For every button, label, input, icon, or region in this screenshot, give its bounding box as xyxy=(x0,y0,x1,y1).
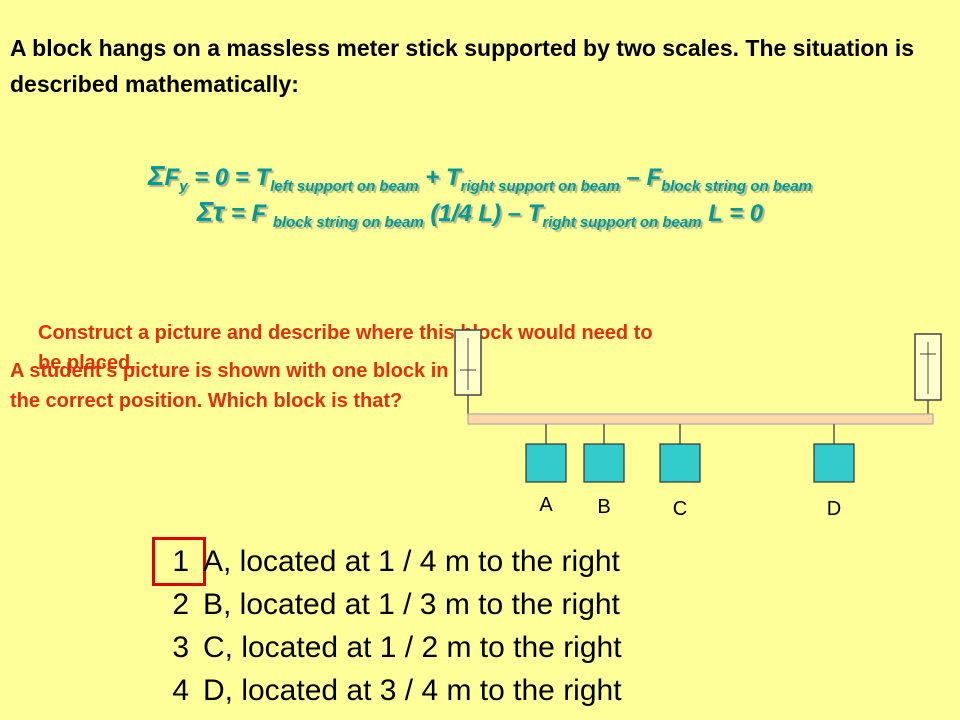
block-c[interactable] xyxy=(659,443,701,483)
block-label-c: C xyxy=(673,498,687,520)
right-scale xyxy=(914,333,942,414)
choice-text: D, located at 3 / 4 m to the right xyxy=(203,674,622,707)
choice-number: 1 xyxy=(152,537,206,586)
eq2-part2: (1/4 L) – T xyxy=(423,200,543,227)
torque-equation: Στ = F block string on beam (1/4 L) – Tr… xyxy=(0,196,960,231)
eq1-sub3: block string on beam xyxy=(661,177,812,195)
student-prompt: A student's picture is shown with one bl… xyxy=(10,360,449,412)
choice-4[interactable]: 4 D, located at 3 / 4 m to the right xyxy=(155,669,622,712)
eq1-lhs: F xyxy=(164,164,180,191)
choice-3[interactable]: 3 C, located at 1 / 2 m to the right xyxy=(155,626,622,669)
eq1-plus: + T xyxy=(418,164,461,191)
block-label-b: B xyxy=(597,496,610,518)
eq2-sub2: right support on beam xyxy=(542,213,702,231)
eq2-part1: = F xyxy=(224,200,273,227)
choice-number: 2 xyxy=(172,588,189,621)
meter-stick xyxy=(467,413,934,425)
force-equation: ΣFy = 0 = Tleft support on beam + Tright… xyxy=(0,160,960,195)
choice-text: C, located at 1 / 2 m to the right xyxy=(203,631,622,664)
sigma-symbol: Σ xyxy=(148,160,165,191)
choice-text: B, located at 1 / 3 m to the right xyxy=(203,588,620,621)
eq1-lhs-sub: y xyxy=(179,177,188,195)
choice-2[interactable]: 2 B, located at 1 / 3 m to the right xyxy=(155,583,622,626)
eq1-sub2: right support on beam xyxy=(460,177,620,195)
eq1-minus: – F xyxy=(619,164,662,191)
choice-number: 3 xyxy=(172,631,189,664)
block-d[interactable] xyxy=(813,443,855,483)
intro-text: A block hangs on a massless meter stick … xyxy=(10,35,915,97)
choice-number: 4 xyxy=(172,674,189,707)
eq2-part3: L = 0 xyxy=(701,200,764,227)
left-scale xyxy=(454,329,482,414)
choice-text: A, located at 1 / 4 m to the right xyxy=(203,545,620,578)
eq1-sub1: left support on beam xyxy=(270,177,419,195)
eq1-part0: = 0 = T xyxy=(187,164,271,191)
block-b[interactable] xyxy=(583,443,625,483)
block-label-a: A xyxy=(539,494,553,516)
construct-prompt: Construct a picture and describe where t… xyxy=(38,322,653,374)
block-label-d: D xyxy=(827,498,841,520)
eq2-sub1: block string on beam xyxy=(272,213,424,231)
sigma-tau-symbol: Στ xyxy=(196,196,225,227)
block-a[interactable] xyxy=(525,443,567,483)
